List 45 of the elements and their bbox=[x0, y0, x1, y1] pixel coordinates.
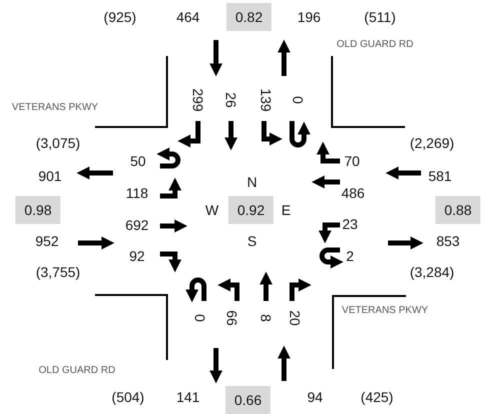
compass-letter: E bbox=[281, 203, 291, 217]
factor-label: 0.66 bbox=[225, 386, 271, 414]
factor-label: 0.88 bbox=[435, 196, 481, 224]
count-label: 464 bbox=[176, 10, 200, 24]
road-name: VETERANS PKWY bbox=[342, 306, 428, 316]
count-label: 581 bbox=[428, 169, 452, 183]
factor-label: 0.98 bbox=[15, 196, 61, 224]
count-label: 50 bbox=[130, 154, 146, 168]
count-label: 26 bbox=[224, 92, 238, 108]
count-label: 299 bbox=[191, 88, 205, 112]
count-label: 141 bbox=[176, 390, 200, 404]
compass-letter: N bbox=[246, 175, 258, 189]
count-label: (511) bbox=[364, 10, 396, 24]
count-label: 0 bbox=[193, 314, 207, 322]
count-label: 692 bbox=[125, 218, 149, 232]
count-label: 23 bbox=[342, 217, 358, 231]
count-label: 92 bbox=[129, 249, 145, 263]
count-label: (3,075) bbox=[36, 136, 80, 150]
road-name: OLD GUARD RD bbox=[336, 40, 414, 50]
count-label: 118 bbox=[126, 186, 148, 200]
road-name: VETERANS PKWY bbox=[12, 103, 98, 113]
count-label: (425) bbox=[360, 390, 394, 404]
count-label: (3,284) bbox=[410, 265, 454, 279]
count-label: 66 bbox=[225, 310, 239, 326]
compass-letter: S bbox=[247, 234, 257, 248]
count-label: (925) bbox=[104, 10, 136, 24]
compass-letter: W bbox=[205, 203, 219, 217]
count-label: 952 bbox=[35, 234, 59, 248]
count-label: 70 bbox=[344, 154, 360, 168]
count-label: (504) bbox=[112, 390, 144, 404]
road-name: OLD GUARD RD bbox=[38, 366, 116, 376]
count-label: 0 bbox=[291, 96, 305, 104]
count-label: 94 bbox=[307, 390, 323, 404]
count-label: 901 bbox=[38, 169, 62, 183]
count-label: 20 bbox=[288, 310, 302, 326]
count-label: 139 bbox=[259, 88, 273, 112]
factor-label: 0.92 bbox=[228, 196, 274, 224]
factor-label: 0.82 bbox=[226, 3, 272, 31]
count-label: (2,269) bbox=[410, 136, 454, 150]
count-label: 196 bbox=[297, 10, 321, 24]
count-label: 2 bbox=[346, 249, 354, 263]
count-label: 486 bbox=[341, 186, 365, 200]
count-label: 8 bbox=[259, 314, 273, 322]
count-label: 853 bbox=[436, 234, 460, 248]
count-label: (3,755) bbox=[36, 265, 80, 279]
